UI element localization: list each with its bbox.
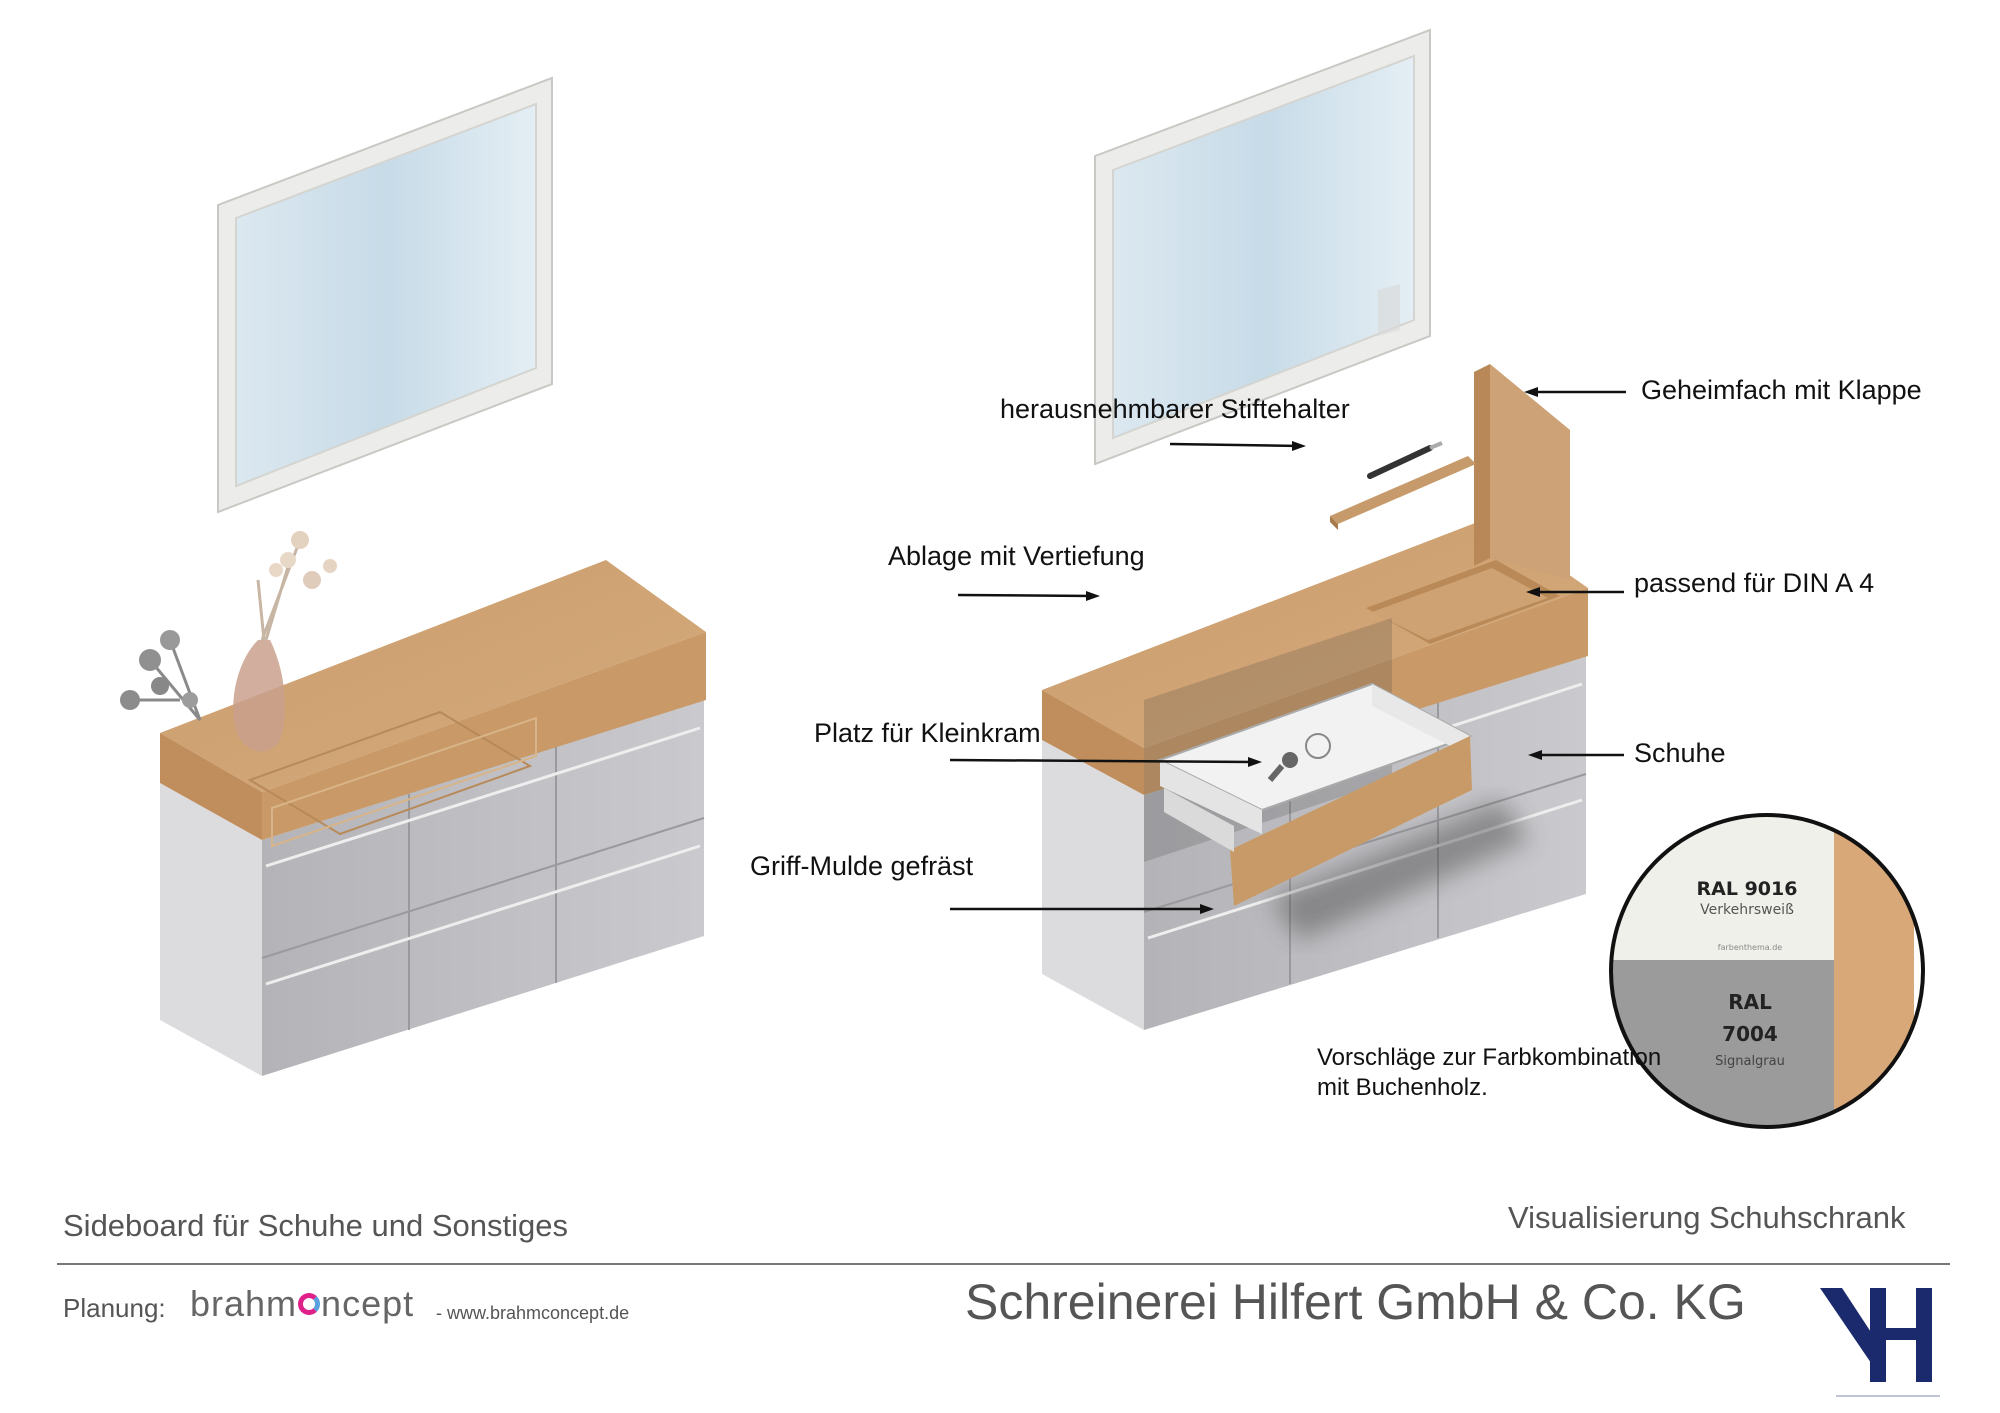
brand-part2: ncept [321,1283,415,1324]
vase [120,531,337,752]
color-note-line1: Vorschläge zur Farbkombination [1317,1044,1662,1071]
left-cabinet-side [160,783,262,1076]
brand-part1: brahm [190,1283,298,1324]
color-swatch-circle [1609,813,1925,1129]
ral-7004-name: Signalgrau [1715,1054,1785,1069]
label-tray: Ablage mit Vertiefung [888,541,1145,571]
brand-o-icon [298,1293,321,1316]
label-secret-compartment: Geheimfach mit Klappe [1641,375,1922,405]
company-name: Schreinerei Hilfert GmbH & Co. KG [965,1274,1746,1330]
color-note-line2: mit Buchenholz. [1317,1074,1488,1101]
planning-label: Planung: [63,1293,166,1323]
open-drawer [1144,618,1473,906]
annotation-arrows [949,387,1626,914]
right-mirror [1094,28,1431,466]
label-pen-holder: herausnehmbarer Stiftehalter [1000,394,1350,424]
secret-flap [1474,364,1570,580]
label-small-items: Platz für Kleinkram [814,718,1041,748]
ral-9016-code: RAL 9016 [1696,878,1798,900]
label-grip-recess: Griff-Mulde gefräst [750,851,974,881]
pen-holder [1330,441,1476,530]
ral-7004-code-line2: 7004 [1722,1022,1778,1046]
website-text: - www.brahmconcept.de [436,1303,630,1323]
right-sideboard [1042,28,1588,1030]
vh-logo [1820,1288,1940,1397]
ral-9016-name: Verkehrsweiß [1700,902,1794,918]
left-oak-top [160,560,706,792]
footer-right-title: Visualisierung Schuhschrank [1508,1200,1906,1235]
label-shoes: Schuhe [1634,738,1726,768]
brand-logo: brahm ncept [190,1283,414,1325]
footer-divider [57,1263,1950,1265]
ral-7004-code-line1: RAL [1728,990,1772,1014]
footer-left-title: Sideboard für Schuhe und Sonstiges [63,1208,568,1243]
ral-source: farbenthema.de [1717,943,1783,952]
left-mirror [217,76,553,514]
right-oak-top [1042,518,1588,748]
left-sideboard [120,76,706,1076]
label-din-a4: passend für DIN A 4 [1634,568,1875,598]
right-cabinet-side [1042,740,1144,1030]
